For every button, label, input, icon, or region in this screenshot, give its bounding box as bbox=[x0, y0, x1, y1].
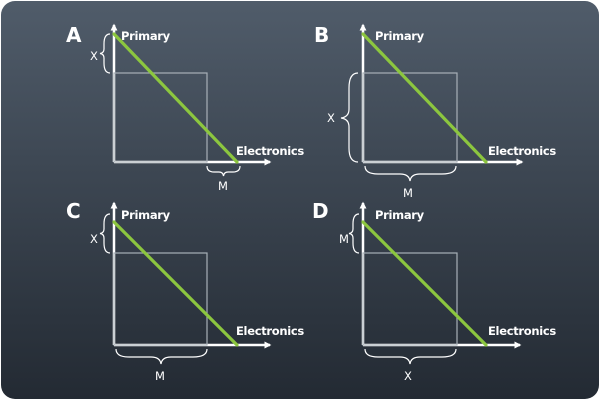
y-brace-a bbox=[99, 33, 111, 74]
y-brace-label-b: X bbox=[327, 111, 335, 125]
panel-c: C Primary Electronics X M bbox=[66, 199, 305, 383]
panel-letter-d: D bbox=[312, 199, 329, 223]
panel-a: A Primary Electronics X M bbox=[66, 23, 305, 193]
x-brace-c bbox=[115, 348, 208, 365]
x-brace-label-d: X bbox=[404, 369, 412, 383]
x-axis-label-c: Electronics bbox=[236, 324, 304, 338]
frontier-line-b bbox=[361, 32, 488, 164]
y-axis-label-c: Primary bbox=[121, 208, 171, 222]
consumption-box-b bbox=[362, 72, 458, 163]
panel-d: D Primary Electronics M X bbox=[312, 199, 557, 383]
frontier-line-d bbox=[361, 220, 488, 347]
consumption-box-d bbox=[362, 252, 458, 346]
x-brace-b bbox=[364, 165, 457, 182]
x-axis-label-d: Electronics bbox=[488, 324, 556, 338]
y-axis-label-a: Primary bbox=[121, 29, 171, 43]
x-brace-a bbox=[206, 165, 241, 177]
x-brace-label-b: M bbox=[403, 186, 413, 200]
y-axis-label-d: Primary bbox=[375, 208, 425, 222]
y-brace-label-a: X bbox=[90, 49, 98, 63]
panel-letter-c: C bbox=[66, 199, 81, 223]
y-brace-label-d: M bbox=[339, 232, 349, 246]
panel-letter-b: B bbox=[314, 23, 329, 47]
frontier-line-c bbox=[112, 220, 239, 347]
consumption-box-c bbox=[113, 252, 208, 346]
x-axis-label-b: Electronics bbox=[488, 144, 556, 158]
y-brace-label-c: X bbox=[90, 232, 98, 246]
y-axis-label-b: Primary bbox=[375, 29, 425, 43]
y-brace-b bbox=[340, 72, 359, 163]
frontier-line-a bbox=[112, 32, 239, 164]
x-brace-label-c: M bbox=[155, 369, 165, 383]
y-brace-c bbox=[99, 213, 111, 254]
consumption-box-a bbox=[113, 72, 208, 163]
panel-letter-a: A bbox=[66, 23, 82, 47]
x-brace-label-a: M bbox=[218, 179, 228, 193]
y-brace-d bbox=[348, 213, 360, 254]
x-axis-label-a: Electronics bbox=[236, 144, 304, 158]
x-brace-d bbox=[364, 348, 457, 365]
panel-b: B Primary Electronics X M bbox=[314, 23, 557, 200]
